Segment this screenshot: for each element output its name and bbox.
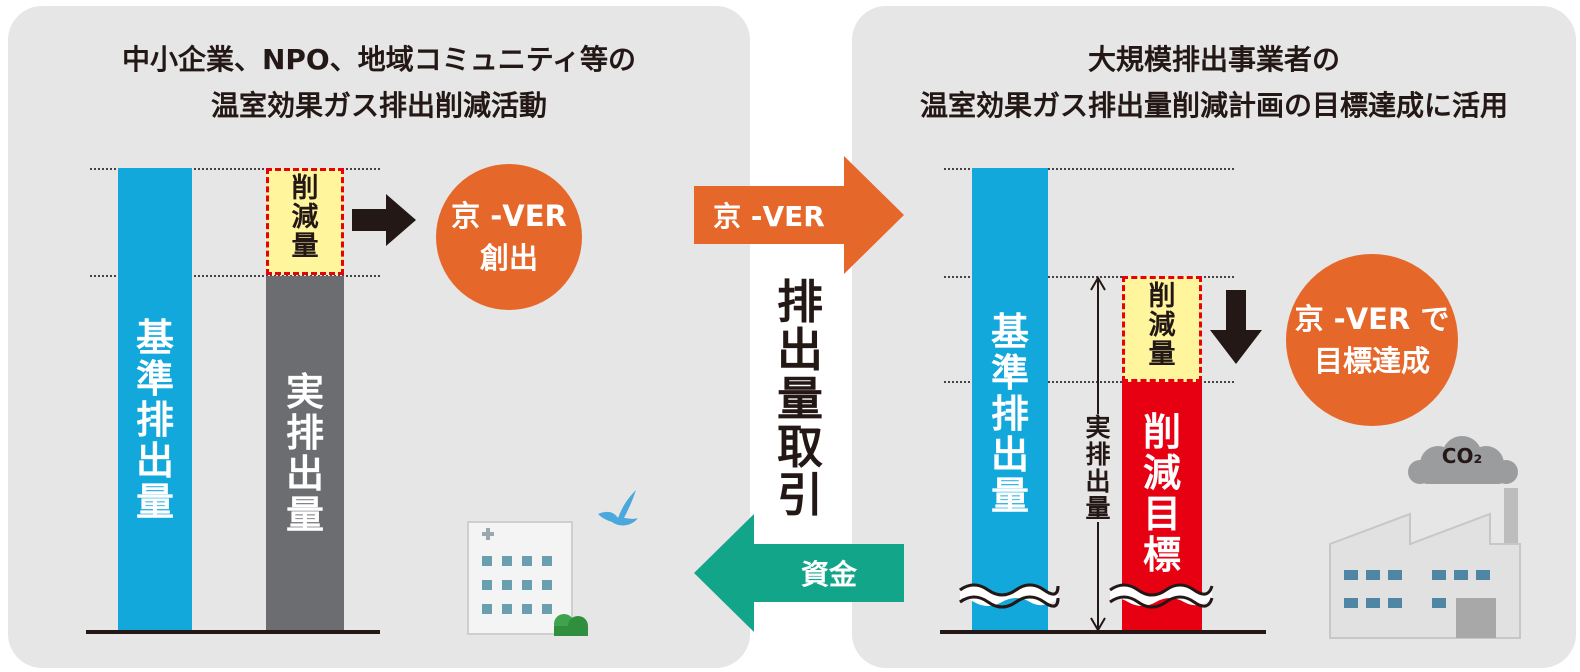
left-mid-guide-line — [90, 275, 380, 277]
factory-icon — [1329, 436, 1521, 639]
left-baseline-emissions-label: 基準排出量 — [135, 316, 174, 525]
left-circle-line2: 創出 — [479, 241, 538, 275]
right-circle-line1: 京 -VER で — [1294, 302, 1450, 336]
left-panel-title-line1: 中小企業、NPO、地域コミュニティ等の — [121, 43, 637, 76]
left-right-arrow-icon — [352, 194, 416, 246]
down-arrow-icon — [1210, 290, 1262, 364]
right-reduction-target-label: 削減目標 — [1142, 410, 1181, 578]
right-baseline-emissions-label: 基準排出量 — [990, 310, 1029, 519]
left-reduction-box — [266, 168, 344, 275]
funds-transfer-arrow-icon — [694, 514, 904, 632]
right-panel-title-line2: 温室効果ガス排出量削減計画の目標達成に活用 — [919, 89, 1508, 122]
left-reduction-label: 削減量 — [291, 173, 319, 263]
left-baseline-emissions-bar — [118, 168, 192, 630]
left-actual-emissions-bar — [266, 276, 344, 630]
trade-column — [752, 210, 848, 558]
right-circle-line2: 目標達成 — [1313, 344, 1430, 378]
left-ver-creation-circle: 京 -VER 創出 — [436, 164, 582, 310]
right-target-achievement-circle: 京 -VER で 目標達成 — [1286, 254, 1458, 426]
co2-cloud-label: CO₂ — [1441, 444, 1483, 468]
funds-transfer-arrow-label: 資金 — [800, 558, 857, 591]
left-panel-title-line2: 温室効果ガス排出削減活動 — [210, 89, 547, 122]
bird-icon — [598, 490, 638, 526]
left-top-guide-line — [90, 168, 380, 170]
right-bar-break-wave-icon — [1109, 583, 1214, 609]
credit-transfer-arrow-label: 京 -VER — [713, 200, 825, 233]
right-low-guide-line — [944, 381, 1234, 383]
right-baseline-emissions-bar — [972, 168, 1048, 630]
right-reduction-box — [1122, 276, 1202, 382]
right-panel-title-line1: 大規模排出事業者の — [1087, 43, 1340, 76]
right-mid-guide-line — [944, 276, 1234, 278]
left-ground-line — [86, 630, 380, 634]
right-actual-emissions-label: 実排出量 — [1080, 414, 1116, 522]
left-bar-break-wave-icon — [959, 583, 1060, 609]
left-circle-line1: 京 -VER — [451, 199, 567, 233]
credit-transfer-arrow-icon — [694, 156, 904, 274]
emissions-trading-label: 排出量取引 — [777, 275, 823, 523]
right-reduction-label: 削減量 — [1148, 281, 1176, 371]
left-actual-emissions-label: 実排出量 — [285, 370, 324, 538]
right-top-guide-line — [944, 168, 1234, 170]
right-ground-line — [940, 630, 1266, 634]
office-building-icon — [467, 521, 588, 636]
